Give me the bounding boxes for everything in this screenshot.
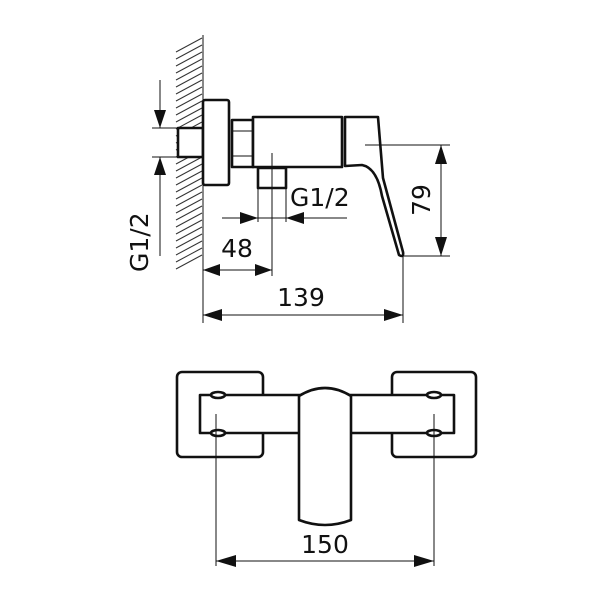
top-view xyxy=(175,370,478,527)
hatch-line xyxy=(175,65,203,81)
outlet-thread-label: G1/2 xyxy=(290,183,350,212)
hatch-line xyxy=(175,198,203,214)
hatch-line xyxy=(175,51,203,67)
inlet-thread-label: G1/2 xyxy=(125,212,154,272)
hatch-line xyxy=(175,86,203,102)
hatch-line xyxy=(175,79,203,95)
hatch-line xyxy=(175,93,203,109)
hatch-line xyxy=(175,37,203,53)
outlet-thread-dimension: G1/2 xyxy=(222,183,350,224)
hatch-line xyxy=(175,170,203,186)
valve-body xyxy=(251,115,344,169)
depth-dimension: 139 xyxy=(203,256,404,323)
hatch-line xyxy=(175,107,203,123)
hatch-line xyxy=(175,233,203,249)
wall-flange xyxy=(201,98,231,187)
hatch-line xyxy=(175,72,203,88)
hatch-line xyxy=(175,191,203,207)
inlet-pipe xyxy=(176,126,205,159)
outlet-offset-label: 48 xyxy=(221,234,253,263)
hatch-line xyxy=(175,240,203,256)
hatch-line xyxy=(175,163,203,179)
side-view xyxy=(176,98,405,258)
hatch-line xyxy=(175,114,203,130)
hatch-line xyxy=(175,100,203,116)
hatch-line xyxy=(175,184,203,200)
outlet-offset-dimension: 48 xyxy=(203,153,273,276)
handle-height-dimension: 79 xyxy=(365,144,450,257)
hatch-line xyxy=(175,156,203,172)
hatch-line xyxy=(175,219,203,235)
hatch-line xyxy=(175,247,203,263)
center-distance-dimension: 150 xyxy=(215,414,435,567)
depth-label: 139 xyxy=(277,283,325,312)
hatch-line xyxy=(175,212,203,228)
hatch-line xyxy=(175,254,203,270)
hatch-line xyxy=(175,44,203,60)
handle-height-label: 79 xyxy=(407,184,436,216)
hatch-line xyxy=(175,177,203,193)
hatch-line xyxy=(175,58,203,74)
nut xyxy=(230,118,255,169)
hatch-line xyxy=(175,226,203,242)
lever-top xyxy=(297,386,353,527)
inlet-thread-dimension: G1/2 xyxy=(125,80,178,272)
hatch-line xyxy=(175,205,203,221)
lever-handle xyxy=(343,115,405,258)
center-distance-label: 150 xyxy=(301,530,349,559)
